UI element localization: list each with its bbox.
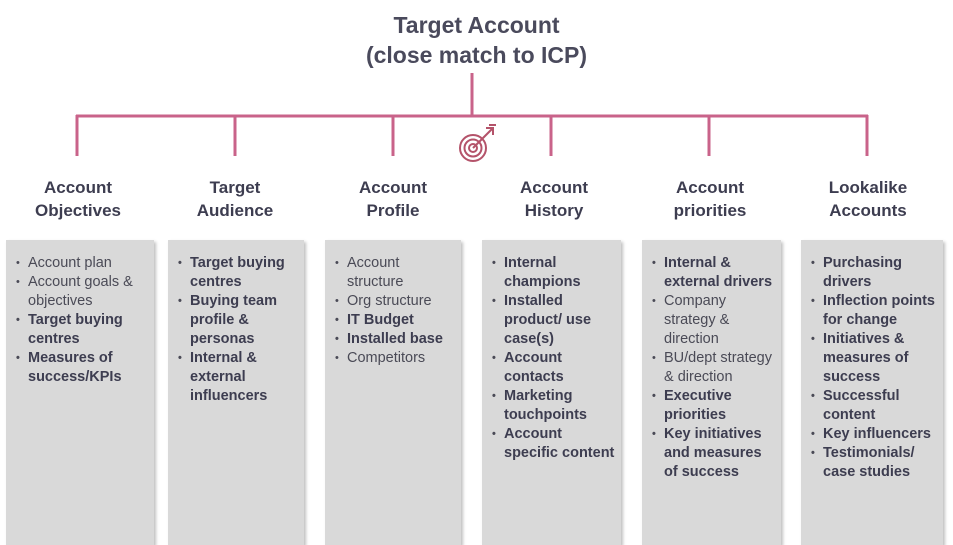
column-heading-line1: Account bbox=[44, 178, 112, 197]
diagram-subtitle: (close match to ICP) bbox=[365, 42, 588, 68]
target-with-arrow-icon bbox=[459, 124, 496, 162]
bullet-item: Internal champions bbox=[492, 254, 615, 292]
column-heading-line2: Audience bbox=[196, 201, 274, 220]
bullet-list: Internal championsInstalled product/ use… bbox=[492, 254, 615, 463]
bullet-item: Successful content bbox=[811, 387, 937, 425]
column-heading-account-priorities: Account priorities bbox=[635, 176, 785, 222]
bullet-item: BU/dept strategy & direction bbox=[652, 349, 775, 387]
column-heading-line1: Target bbox=[209, 178, 261, 197]
bullet-item: Account goals & objectives bbox=[16, 273, 148, 311]
bullet-list: Account structureOrg structureIT BudgetI… bbox=[335, 254, 455, 368]
column-box-account-priorities: Internal & external driversCompany strat… bbox=[642, 240, 781, 545]
column-box-lookalike-accounts: Purchasing driversInflection points for … bbox=[801, 240, 943, 545]
bullet-item: Key initiatives and measures of success bbox=[652, 425, 775, 482]
bullet-item: Testimonials/ case studies bbox=[811, 444, 937, 482]
bullet-item: Marketing touchpoints bbox=[492, 387, 615, 425]
bullet-item: Account contacts bbox=[492, 349, 615, 387]
diagram-title: Target Account bbox=[393, 12, 560, 38]
bullet-item: Buying team profile & personas bbox=[178, 292, 298, 349]
bullet-list: Account planAccount goals & objectivesTa… bbox=[16, 254, 148, 387]
bullet-item: Competitors bbox=[335, 349, 455, 368]
bullet-item: Company strategy & direction bbox=[652, 292, 775, 349]
bullet-list: Purchasing driversInflection points for … bbox=[811, 254, 937, 482]
column-heading-line2: Profile bbox=[366, 201, 420, 220]
column-heading-line1: Account bbox=[359, 178, 427, 197]
bullet-item: Target buying centres bbox=[178, 254, 298, 292]
bullet-item: Internal & external influencers bbox=[178, 349, 298, 406]
column-heading-line1: Account bbox=[520, 178, 588, 197]
bullet-item: Installed product/ use case(s) bbox=[492, 292, 615, 349]
column-heading-line1: Account bbox=[676, 178, 744, 197]
bullet-item: IT Budget bbox=[335, 311, 455, 330]
bullet-item: Installed base bbox=[335, 330, 455, 349]
bullet-list: Internal & external driversCompany strat… bbox=[652, 254, 775, 482]
column-heading-line2: priorities bbox=[673, 201, 747, 220]
bullet-item: Executive priorities bbox=[652, 387, 775, 425]
column-box-target-audience: Target buying centresBuying team profile… bbox=[168, 240, 304, 545]
bullet-item: Account structure bbox=[335, 254, 455, 292]
column-heading-line2: Accounts bbox=[829, 201, 907, 220]
bullet-item: Target buying centres bbox=[16, 311, 148, 349]
bullet-item: Account plan bbox=[16, 254, 148, 273]
column-box-account-profile: Account structureOrg structureIT BudgetI… bbox=[325, 240, 461, 545]
column-box-account-objectives: Account planAccount goals & objectivesTa… bbox=[6, 240, 154, 545]
column-heading-line2: Objectives bbox=[35, 201, 121, 220]
bullet-item: Initiatives & measures of success bbox=[811, 330, 937, 387]
bullet-item: Purchasing drivers bbox=[811, 254, 937, 292]
bullet-item: Inflection points for change bbox=[811, 292, 937, 330]
bullet-item: Internal & external drivers bbox=[652, 254, 775, 292]
bullet-item: Key influencers bbox=[811, 425, 937, 444]
bullet-item: Measures of success/KPIs bbox=[16, 349, 148, 387]
bullet-item: Org structure bbox=[335, 292, 455, 311]
column-heading-line2: History bbox=[524, 201, 584, 220]
bullet-list: Target buying centresBuying team profile… bbox=[178, 254, 298, 406]
column-box-account-history: Internal championsInstalled product/ use… bbox=[482, 240, 621, 545]
bullet-item: Account specific content bbox=[492, 425, 615, 463]
column-heading-line1: Lookalike bbox=[828, 178, 908, 197]
